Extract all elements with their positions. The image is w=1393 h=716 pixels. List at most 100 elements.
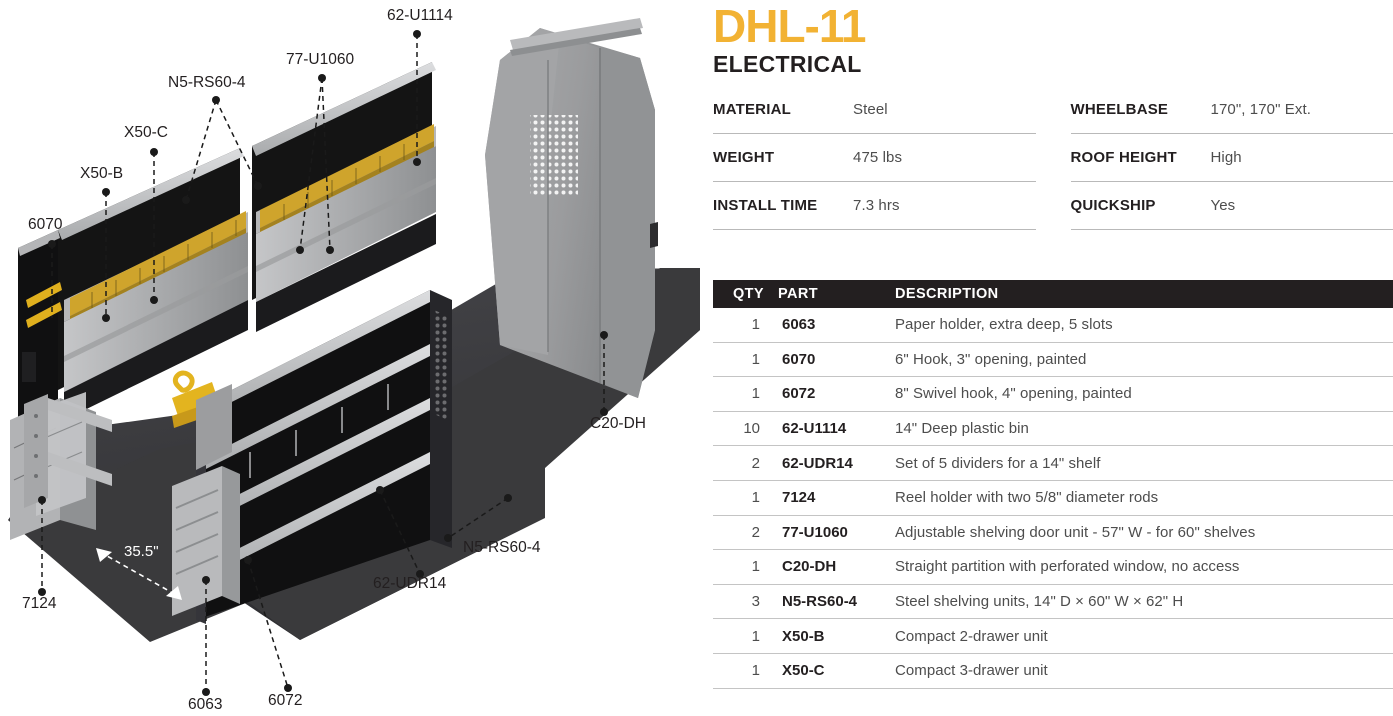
table-row: 1 X50-C Compact 3-drawer unit — [713, 654, 1393, 689]
cell-description: Set of 5 dividers for a 14" shelf — [895, 454, 1101, 472]
column-header-description: DESCRIPTION — [895, 286, 999, 302]
cell-part: C20-DH — [782, 558, 837, 576]
spec-label-wheelbase: WHEELBASE — [1070, 101, 1169, 118]
spec-label-weight: WEIGHT — [713, 149, 775, 166]
spec-row-roof-height: ROOF HEIGHT High — [1070, 134, 1393, 182]
cell-description: 8" Swivel hook, 4" opening, painted — [895, 385, 1132, 403]
swivel-hook-6072 — [172, 370, 232, 470]
spec-label-material: MATERIAL — [713, 101, 791, 118]
cell-description: Straight partition with perforated windo… — [895, 558, 1240, 576]
reel-holder-7124 — [24, 394, 112, 508]
spec-row-wheelbase: WHEELBASE 170", 170" Ext. — [1070, 86, 1393, 134]
spec-value-weight: 475 lbs — [853, 149, 903, 166]
spec-value-wheelbase: 170", 170" Ext. — [1210, 101, 1312, 118]
cell-part: 62-UDR14 — [782, 454, 853, 472]
hook-6070 — [26, 282, 62, 328]
callout-label-7124: 7124 — [22, 595, 57, 612]
cell-description: Paper holder, extra deep, 5 slots — [895, 316, 1113, 334]
spec-value-install-time: 7.3 hrs — [853, 197, 900, 214]
spec-value-roof-height: High — [1210, 149, 1242, 166]
lower-shelving-rack — [196, 290, 452, 624]
cell-part: N5-RS60-4 — [782, 593, 858, 611]
cell-part: 7124 — [782, 489, 816, 507]
cell-qty: 2 — [751, 454, 760, 472]
upper-shelf-unit-right — [252, 62, 436, 332]
specs-grid: MATERIAL Steel WEIGHT 475 lbs INSTALL TI… — [713, 86, 1393, 230]
table-row: 3 N5-RS60-4 Steel shelving units, 14" D × … — [713, 585, 1393, 620]
cell-part: 6072 — [782, 385, 816, 403]
callout-dots — [38, 30, 608, 696]
table-row: 1 6063 Paper holder, extra deep, 5 slots — [713, 308, 1393, 343]
cell-qty: 1 — [751, 558, 760, 576]
cell-part: 62-U1114 — [782, 420, 847, 438]
parts-table: QTY PART DESCRIPTION 1 6063 Paper holder, … — [713, 280, 1393, 689]
parts-table-body: 1 6063 Paper holder, extra deep, 5 slots 1 6… — [713, 308, 1393, 689]
column-header-qty: QTY — [733, 286, 765, 302]
callout-label-6072: 6072 — [268, 692, 302, 709]
table-row: 2 62-UDR14 Set of 5 dividers for a 14" she… — [713, 446, 1393, 481]
table-row: 1 7124 Reel holder with two 5/8" diameter … — [713, 481, 1393, 516]
specs-column-right: WHEELBASE 170", 170" Ext. ROOF HEIGHT Hi… — [1070, 86, 1393, 230]
product-diagram: 35.5" — [8, 7, 700, 713]
spec-row-quickship: QUICKSHIP Yes — [1070, 182, 1393, 230]
cell-description: Compact 2-drawer unit — [895, 627, 1048, 645]
cell-qty: 10 — [743, 420, 760, 438]
spec-value-material: Steel — [853, 101, 888, 118]
spec-row-material: MATERIAL Steel — [713, 86, 1036, 134]
title-block: DHL-11 ELECTRICAL — [713, 0, 866, 76]
callout-label-c20-dh: C20-DH — [590, 415, 646, 432]
cell-description: Reel holder with two 5/8" diameter rods — [895, 489, 1159, 507]
table-row: 1 6070 6" Hook, 3" opening, painted — [713, 343, 1393, 378]
callout-label-77-u1060: 77-U1060 — [286, 51, 354, 68]
column-header-part: PART — [778, 286, 818, 302]
table-row: 1 C20-DH Straight partition with perforate… — [713, 550, 1393, 585]
spec-label-roof-height: ROOF HEIGHT — [1070, 149, 1177, 166]
callout-label-62-udr14: 62-UDR14 — [373, 575, 447, 592]
upper-shelf-unit-left — [58, 148, 248, 420]
bin-dividers — [91, 144, 405, 308]
cell-part: 77-U1060 — [782, 523, 848, 541]
cell-part: X50-C — [782, 662, 825, 680]
cell-part: 6070 — [782, 350, 816, 368]
cell-qty: 3 — [751, 593, 760, 611]
specs-column-left: MATERIAL Steel WEIGHT 475 lbs INSTALL TI… — [713, 86, 1036, 230]
perforated-window — [530, 115, 578, 195]
shelf-dividers — [249, 384, 389, 478]
callout-leaders — [41, 34, 605, 692]
callout-label-62-u1114: 62-U1114 — [387, 7, 453, 24]
parts-table-header: QTY PART DESCRIPTION — [713, 280, 1393, 308]
cell-qty: 1 — [751, 489, 760, 507]
callout-label-x50-c: X50-C — [124, 124, 168, 141]
cell-part: 6063 — [782, 316, 816, 334]
spec-value-quickship: Yes — [1210, 197, 1236, 214]
table-row: 1 6072 8" Swivel hook, 4" opening, painted — [713, 377, 1393, 412]
callout-label-6063: 6063 — [188, 696, 222, 713]
cell-qty: 1 — [751, 662, 760, 680]
cell-qty: 1 — [751, 350, 760, 368]
callout-label-n5-rs60-4-lower: N5-RS60-4 — [463, 539, 541, 556]
page-title: DHL-11 — [713, 0, 866, 52]
callout-label-n5-rs60-4: N5-RS60-4 — [168, 74, 246, 91]
spec-label-install-time: INSTALL TIME — [713, 197, 818, 214]
cell-qty: 1 — [751, 316, 760, 334]
cell-description: Steel shelving units, 14" D × 60" W × 62… — [895, 593, 1184, 611]
cell-qty: 1 — [751, 385, 760, 403]
table-row: 2 77-U1060 Adjustable shelving door unit -… — [713, 516, 1393, 551]
cell-description: Compact 3-drawer unit — [895, 662, 1048, 680]
dimension-label: 35.5" — [124, 543, 159, 560]
spec-row-weight: WEIGHT 475 lbs — [713, 134, 1036, 182]
callout-label-6070: 6070 — [28, 216, 63, 233]
cell-part: X50-B — [782, 627, 825, 645]
cell-qty: 1 — [751, 627, 760, 645]
cell-qty: 2 — [751, 523, 760, 541]
spec-label-quickship: QUICKSHIP — [1070, 197, 1156, 214]
spec-row-install-time: INSTALL TIME 7.3 hrs — [713, 182, 1036, 230]
left-end-panel — [18, 230, 62, 436]
partition-panel — [485, 18, 658, 398]
cell-description: 6" Hook, 3" opening, painted — [895, 350, 1087, 368]
spec-sheet: DHL-11 ELECTRICAL MATERIAL Steel WEIGHT … — [713, 0, 1393, 716]
cell-description: Adjustable shelving door unit - 57" W - … — [895, 523, 1256, 541]
table-row: 1 X50-B Compact 2-drawer unit — [713, 619, 1393, 654]
